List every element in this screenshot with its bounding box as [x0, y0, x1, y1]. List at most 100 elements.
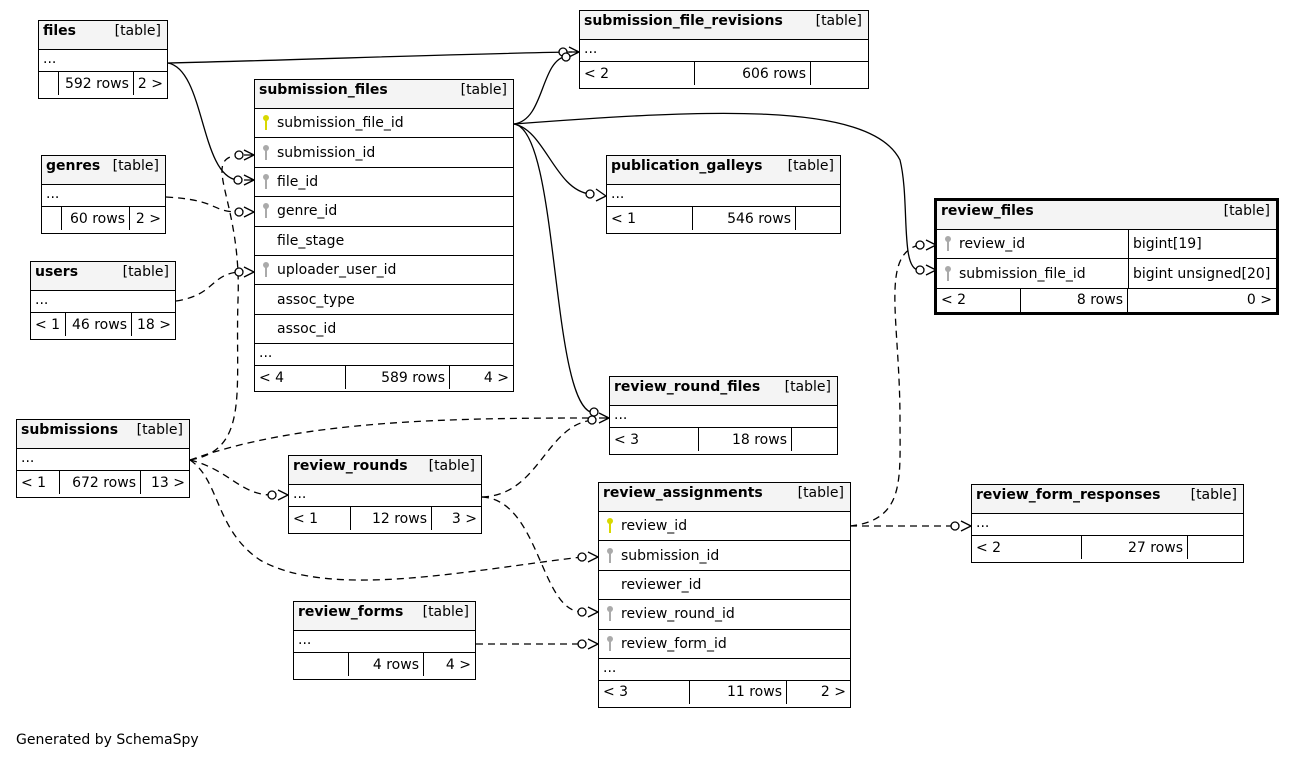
table-submission-files[interactable]: submission_files[table] submission_file_… [254, 79, 514, 392]
table-review-round-files[interactable]: review_round_files[table] ... < 3 18 row… [609, 376, 838, 455]
table-footer: < 3 18 rows [610, 428, 837, 451]
table-header: review_forms[table] [294, 602, 475, 631]
table-review-assignments[interactable]: review_assignments[table] review_id subm… [598, 482, 851, 708]
parents-count[interactable]: < 2 [937, 288, 1021, 312]
parents-count[interactable] [39, 72, 59, 95]
edge-files-revisions [167, 51, 573, 64]
column-row[interactable]: review_id [599, 512, 850, 542]
children-count[interactable]: 4 > [445, 656, 471, 673]
row-count: 606 rows [695, 62, 811, 85]
column-row[interactable]: review_form_id [599, 630, 850, 659]
column-row[interactable]: review_round_id [599, 600, 850, 630]
children-count[interactable] [796, 207, 840, 230]
column-row[interactable]: assoc_id [255, 315, 513, 345]
table-submissions[interactable]: submissions[table] ... < 1 672 rows 13 > [16, 419, 190, 498]
column-row[interactable]: file_id [255, 168, 513, 198]
children-count[interactable]: 3 > [451, 510, 477, 527]
children-count[interactable] [1188, 536, 1243, 559]
children-count[interactable]: 0 > [1246, 292, 1272, 309]
foreign-key-icon [937, 235, 959, 253]
edge-rounds-round-files [481, 419, 594, 498]
parents-count[interactable]: < 1 [289, 507, 351, 530]
table-submission-file-revisions[interactable]: submission_file_revisions[table] ... < 2… [579, 10, 869, 89]
table-review-rounds[interactable]: review_rounds[table] ... < 1 12 rows 3 > [288, 455, 482, 534]
column-row[interactable]: uploader_user_id [255, 256, 513, 286]
edge-subm-submission-id [189, 154, 239, 461]
column-row[interactable]: file_stage [255, 227, 513, 256]
parents-count[interactable] [42, 207, 62, 230]
table-files[interactable]: files[table] ... 592 rows 2 > [38, 20, 168, 99]
parents-count[interactable]: < 2 [580, 62, 695, 85]
edge-sf-revisions [513, 55, 568, 125]
table-users[interactable]: users[table] ... < 1 46 rows 18 > [30, 261, 176, 340]
edge-sf-galleys [513, 123, 591, 195]
column-name: review_id [621, 518, 688, 535]
children-count[interactable]: 4 > [483, 369, 509, 386]
primary-key-icon [255, 114, 277, 132]
column-name: review_form_id [621, 635, 727, 652]
table-name: review_rounds [293, 458, 408, 474]
foreign-key-icon [255, 144, 277, 162]
table-type: [table] [1190, 487, 1237, 503]
table-footer: < 1 12 rows 3 > [289, 507, 481, 530]
table-genres[interactable]: genres[table] ... 60 rows 2 > [41, 155, 166, 234]
row-count: 672 rows [60, 471, 141, 494]
column-name: review_round_id [621, 606, 735, 623]
children-count[interactable]: 2 > [137, 75, 163, 92]
table-publication-galleys[interactable]: publication_galleys[table] ... < 1 546 r… [606, 155, 841, 234]
table-name: genres [46, 158, 101, 174]
table-type: [table] [815, 13, 862, 29]
parents-count[interactable]: < 2 [972, 536, 1082, 559]
more-columns: ... [607, 185, 840, 207]
children-count[interactable] [811, 62, 868, 85]
table-name: submission_file_revisions [584, 13, 783, 29]
table-type: [table] [1223, 203, 1270, 219]
crowfoot-uploader [243, 266, 255, 278]
column-datatype: bigint[19] [1128, 230, 1276, 259]
parents-count[interactable] [294, 653, 349, 676]
children-count[interactable] [792, 428, 837, 451]
column-row[interactable]: assoc_type [255, 285, 513, 315]
parents-count[interactable]: < 4 [255, 366, 346, 390]
crowfoot-assign-form [587, 638, 599, 650]
foreign-key-icon [599, 635, 621, 653]
foreign-key-icon [599, 605, 621, 623]
table-name: users [35, 264, 79, 280]
parents-count[interactable]: < 1 [31, 313, 66, 336]
parents-count[interactable]: < 1 [17, 471, 60, 494]
column-row[interactable]: reviewer_id [599, 571, 850, 601]
row-count: 589 rows [346, 366, 450, 390]
table-header: genres[table] [42, 156, 165, 185]
column-row[interactable]: submission_file_id [255, 109, 513, 139]
children-count[interactable]: 2 > [135, 210, 161, 227]
table-header: submission_file_revisions [table] [580, 11, 868, 40]
table-type: [table] [422, 604, 469, 620]
children-count[interactable]: 18 > [137, 316, 171, 333]
parents-count[interactable]: < 3 [610, 428, 699, 451]
table-footer: < 1 46 rows 18 > [31, 313, 175, 336]
table-footer: < 4 589 rows 4 > [255, 366, 513, 390]
more-columns: ... [294, 631, 475, 653]
crowfoot-submission-id [243, 149, 255, 161]
foreign-key-icon [937, 265, 959, 283]
children-count[interactable]: 13 > [151, 474, 185, 491]
children-count[interactable]: 2 > [820, 684, 846, 701]
column-row[interactable]: genre_id [255, 197, 513, 227]
parents-count[interactable]: < 3 [599, 680, 690, 704]
crowfoot-galleys [595, 188, 607, 202]
row-count: 11 rows [690, 680, 787, 704]
row-count: 27 rows [1082, 536, 1188, 559]
column-row[interactable]: submission_id [255, 138, 513, 168]
table-review-forms[interactable]: review_forms[table] ... 4 rows 4 > [293, 601, 476, 680]
column-row[interactable]: submission_id [599, 541, 850, 571]
edge-subm-round-files [189, 417, 593, 461]
parents-count[interactable]: < 1 [607, 207, 693, 230]
table-header: submission_files[table] [255, 80, 513, 109]
table-review-form-responses[interactable]: review_form_responses[table] ... < 2 27 … [971, 484, 1244, 563]
table-type: [table] [460, 82, 507, 98]
column-name: submission_file_id [277, 115, 404, 132]
